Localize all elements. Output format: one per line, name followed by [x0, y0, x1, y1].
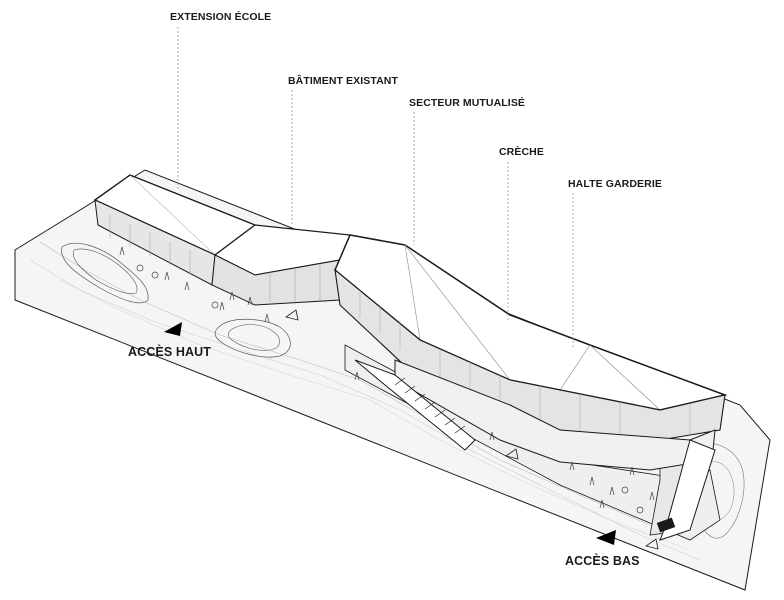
access-ramp [656, 439, 716, 541]
people-scatter [119, 246, 655, 514]
leader-lines [177, 27, 574, 348]
label-halte-garderie: HALTE GARDERIE [568, 178, 662, 190]
building-main [334, 234, 728, 471]
label-acces-bas: ACCÈS BAS [565, 554, 640, 568]
label-extension-ecole: EXTENSION ÉCOLE [170, 11, 272, 23]
entrance-marker [645, 538, 659, 550]
exterior-stair [354, 359, 476, 451]
label-acces-haut: ACCÈS HAUT [128, 345, 211, 359]
acces-bas-arrow [596, 530, 616, 545]
entrance-marker [285, 309, 299, 321]
label-batiment-existant: BÂTIMENT EXISTANT [288, 75, 399, 87]
entrance-marker [505, 448, 519, 460]
label-secteur-mutualise: SECTEUR MUTUALISÉ [409, 97, 526, 109]
acces-haut-arrow [164, 322, 182, 336]
label-creche: CRÈCHE [499, 146, 544, 158]
